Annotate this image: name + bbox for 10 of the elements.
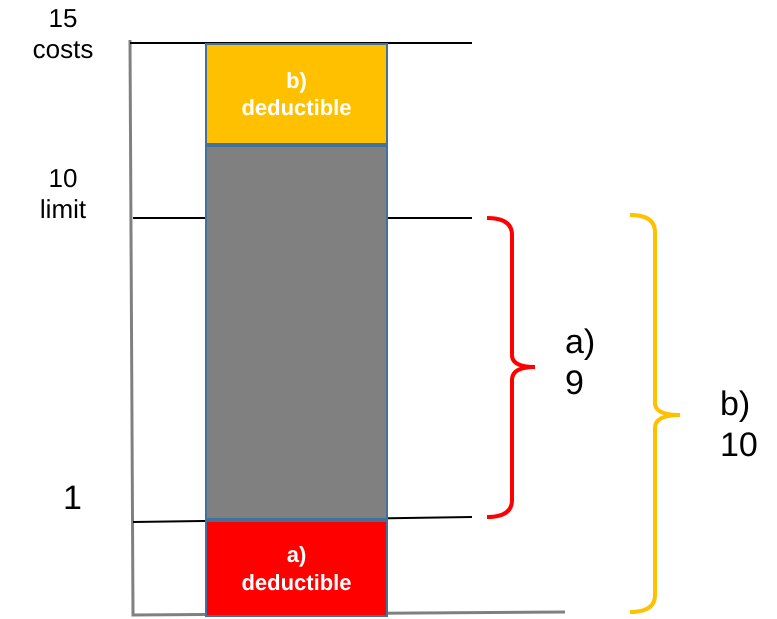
bracket-label: b) 10 <box>719 384 759 466</box>
axis-label: 10 limit <box>38 163 88 226</box>
bar-segment <box>205 145 388 520</box>
segment-label: a) deductible <box>240 541 352 596</box>
bar-segment <box>205 43 388 145</box>
bracket-label: a) 9 <box>564 322 596 404</box>
bar-segment <box>205 520 388 617</box>
axis-label: 15 costs <box>32 3 94 66</box>
axis-label: 1 <box>62 478 83 519</box>
segment-label: b) deductible <box>240 66 352 122</box>
